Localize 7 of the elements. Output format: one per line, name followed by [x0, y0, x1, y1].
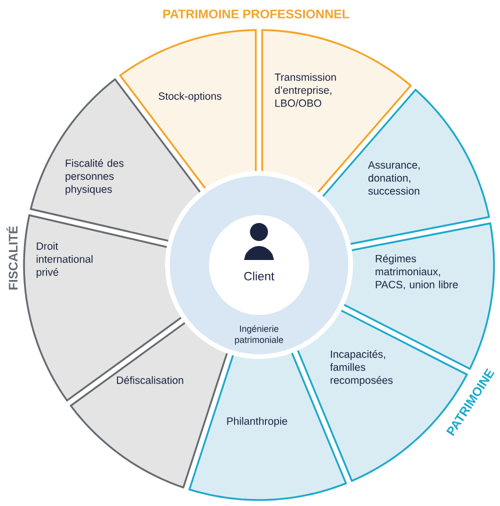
- node-label: Régimes matrimoniaux, PACS, union libre: [376, 254, 458, 290]
- node-label: Droit international privé: [36, 242, 92, 278]
- node-label: Philanthropie: [227, 417, 288, 427]
- wheel-segment: Défiscalisation: [70, 322, 228, 489]
- node-label: Défiscalisation: [117, 376, 184, 384]
- group-label: PATRIMOINE PROFESSIONNEL: [163, 10, 350, 18]
- group-label: FISCALITÉ: [6, 226, 18, 290]
